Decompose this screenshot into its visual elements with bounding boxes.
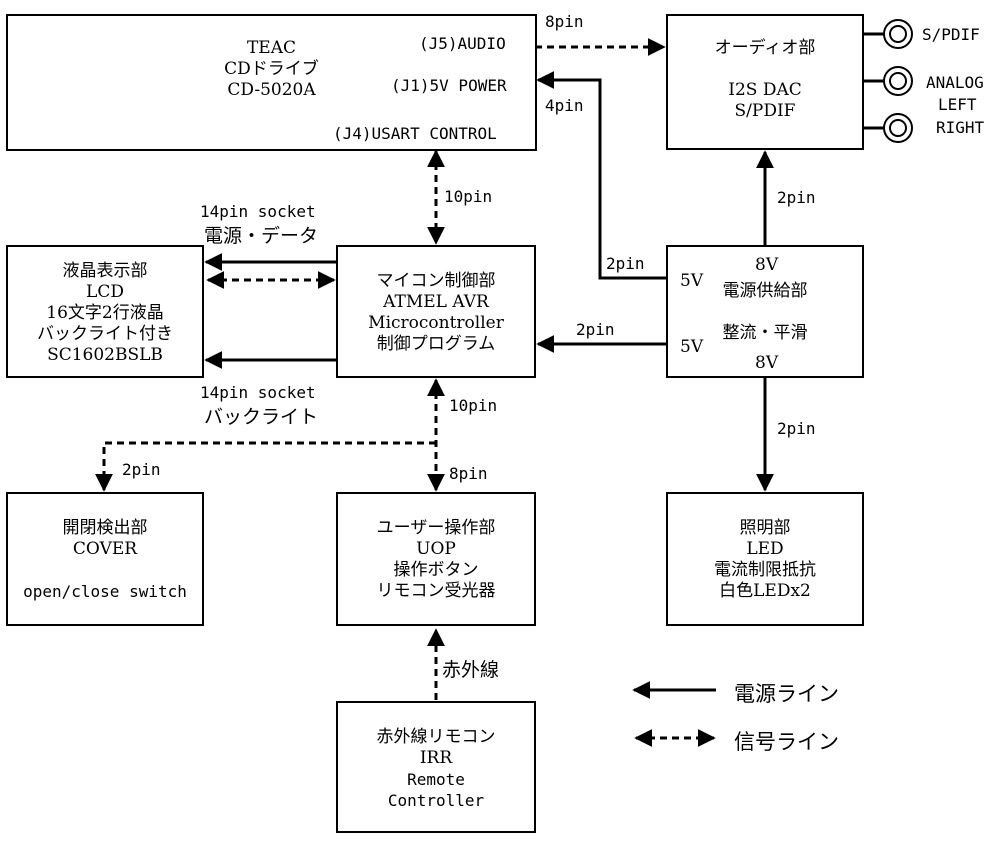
power-8v-top: 8V [755, 255, 779, 275]
uop-line-4: リモコン受光器 [376, 581, 496, 601]
mcu-line-3: Microcontroller [368, 313, 504, 333]
audio-line-3: I2S DAC [728, 80, 802, 100]
mcu-line-2: ATMEL AVR [383, 292, 489, 312]
irr-line-4: Controller [387, 791, 485, 810]
label-lcd-socket2-line2: バックライト [204, 406, 319, 428]
audio-block: オーディオ部 I2S DAC S/PDIF [666, 14, 864, 150]
label-lcd-socket1-line1: 14pin socket [200, 202, 316, 221]
power-line-cd [536, 71, 666, 280]
uop-line-2: UOP [416, 539, 456, 559]
lcd-line-3: 16文字2行液晶 [46, 303, 164, 323]
label-10pin-uop: 10pin [449, 396, 498, 415]
power-5v-bottom: 5V [680, 337, 704, 357]
irr-line-3: Remote [407, 770, 465, 789]
label-2pin-mcu-power: 2pin [576, 320, 615, 339]
label-2pin-audio-power: 2pin [777, 188, 816, 207]
cover-line-2: COVER [72, 539, 138, 559]
cover-line-4: open/close switch [23, 582, 187, 601]
audio-line-1: オーディオ部 [714, 38, 816, 58]
jack-icon-left [883, 66, 913, 96]
lcd-line-5: SC1602BSLB [47, 345, 163, 365]
label-4pin-power: 4pin [545, 96, 584, 115]
cd-drive-line-1: TEAC [246, 38, 297, 58]
cover-line-1: 開閉検出部 [62, 518, 148, 538]
jack-label-right: RIGHT [936, 118, 985, 137]
label-8pin-audio: 8pin [545, 12, 584, 31]
cd-drive-block: TEAC CDドライブ CD-5020A (J5)AUDIO (J1)5V PO… [6, 14, 537, 151]
irr-line-2: IRR [419, 748, 453, 768]
lcd-block: 液晶表示部 LCD 16文字2行液晶 バックライト付き SC1602BSLB [6, 245, 204, 378]
cd-drive-j1-label: (J1)5V POWER [391, 76, 507, 95]
mcu-line-4: 制御プログラム [376, 334, 496, 354]
jack-icon-right [883, 113, 913, 143]
jack-label-left: LEFT [938, 95, 977, 114]
label-lcd-socket1-line2: 電源・データ [204, 225, 319, 247]
label-2pin-led-power: 2pin [777, 419, 816, 438]
power-block: 8V 5V 電源供給部 整流・平滑 5V 8V [666, 245, 864, 378]
uop-line-3: 操作ボタン [393, 560, 479, 580]
lcd-line-4: バックライト付き [37, 324, 173, 344]
power-title-1: 電源供給部 [722, 281, 808, 301]
lcd-line-1: 液晶表示部 [62, 261, 148, 281]
irr-line-1: 赤外線リモコン [376, 727, 496, 747]
cd-drive-line-2: CDドライブ [224, 59, 319, 79]
audio-line-4: S/PDIF [734, 101, 796, 121]
led-line-4: 白色LEDx2 [719, 581, 811, 601]
lcd-line-2: LCD [86, 282, 124, 302]
cover-line-3 [8, 560, 202, 581]
mcu-line-1: マイコン制御部 [376, 271, 496, 291]
label-infrared: 赤外線 [442, 659, 500, 681]
label-2pin-cover: 2pin [122, 460, 161, 479]
led-line-3: 電流制限抵抗 [714, 560, 816, 580]
irr-block: 赤外線リモコン IRR Remote Controller [336, 701, 536, 833]
cd-drive-j4-label: (J4)USART CONTROL [333, 124, 497, 143]
mcu-block: マイコン制御部 ATMEL AVR Microcontroller 制御プログラ… [336, 245, 536, 378]
led-line-2: LED [746, 539, 784, 559]
power-title-2: 整流・平滑 [722, 323, 808, 343]
cd-drive-line-3: CD-5020A [227, 80, 316, 100]
label-lcd-socket2-line1: 14pin socket [200, 383, 316, 402]
led-line-1: 照明部 [739, 518, 791, 538]
power-8v-bottom: 8V [755, 353, 779, 373]
label-10pin-usart: 10pin [444, 187, 493, 206]
signal-line-cover [95, 441, 436, 492]
jack-label-spdif: S/PDIF [922, 25, 980, 44]
power-5v-top: 5V [680, 271, 704, 291]
audio-line-2 [668, 59, 862, 80]
cd-drive-j5-label: (J5)AUDIO [419, 34, 506, 53]
uop-block: ユーザー操作部 UOP 操作ボタン リモコン受光器 [336, 492, 536, 626]
jack-icon-spdif [883, 19, 913, 49]
led-block: 照明部 LED 電流制限抵抗 白色LEDx2 [666, 492, 864, 626]
uop-line-1: ユーザー操作部 [376, 518, 496, 538]
cover-block: 開閉検出部 COVER open/close switch [6, 492, 204, 626]
jack-label-analog: ANALOG [926, 73, 984, 92]
label-8pin-uop: 8pin [449, 464, 488, 483]
legend-power-line-label: 電源ライン [734, 682, 839, 706]
label-2pin-cd-power: 2pin [606, 254, 645, 273]
legend-signal-line-label: 信号ライン [734, 730, 839, 754]
